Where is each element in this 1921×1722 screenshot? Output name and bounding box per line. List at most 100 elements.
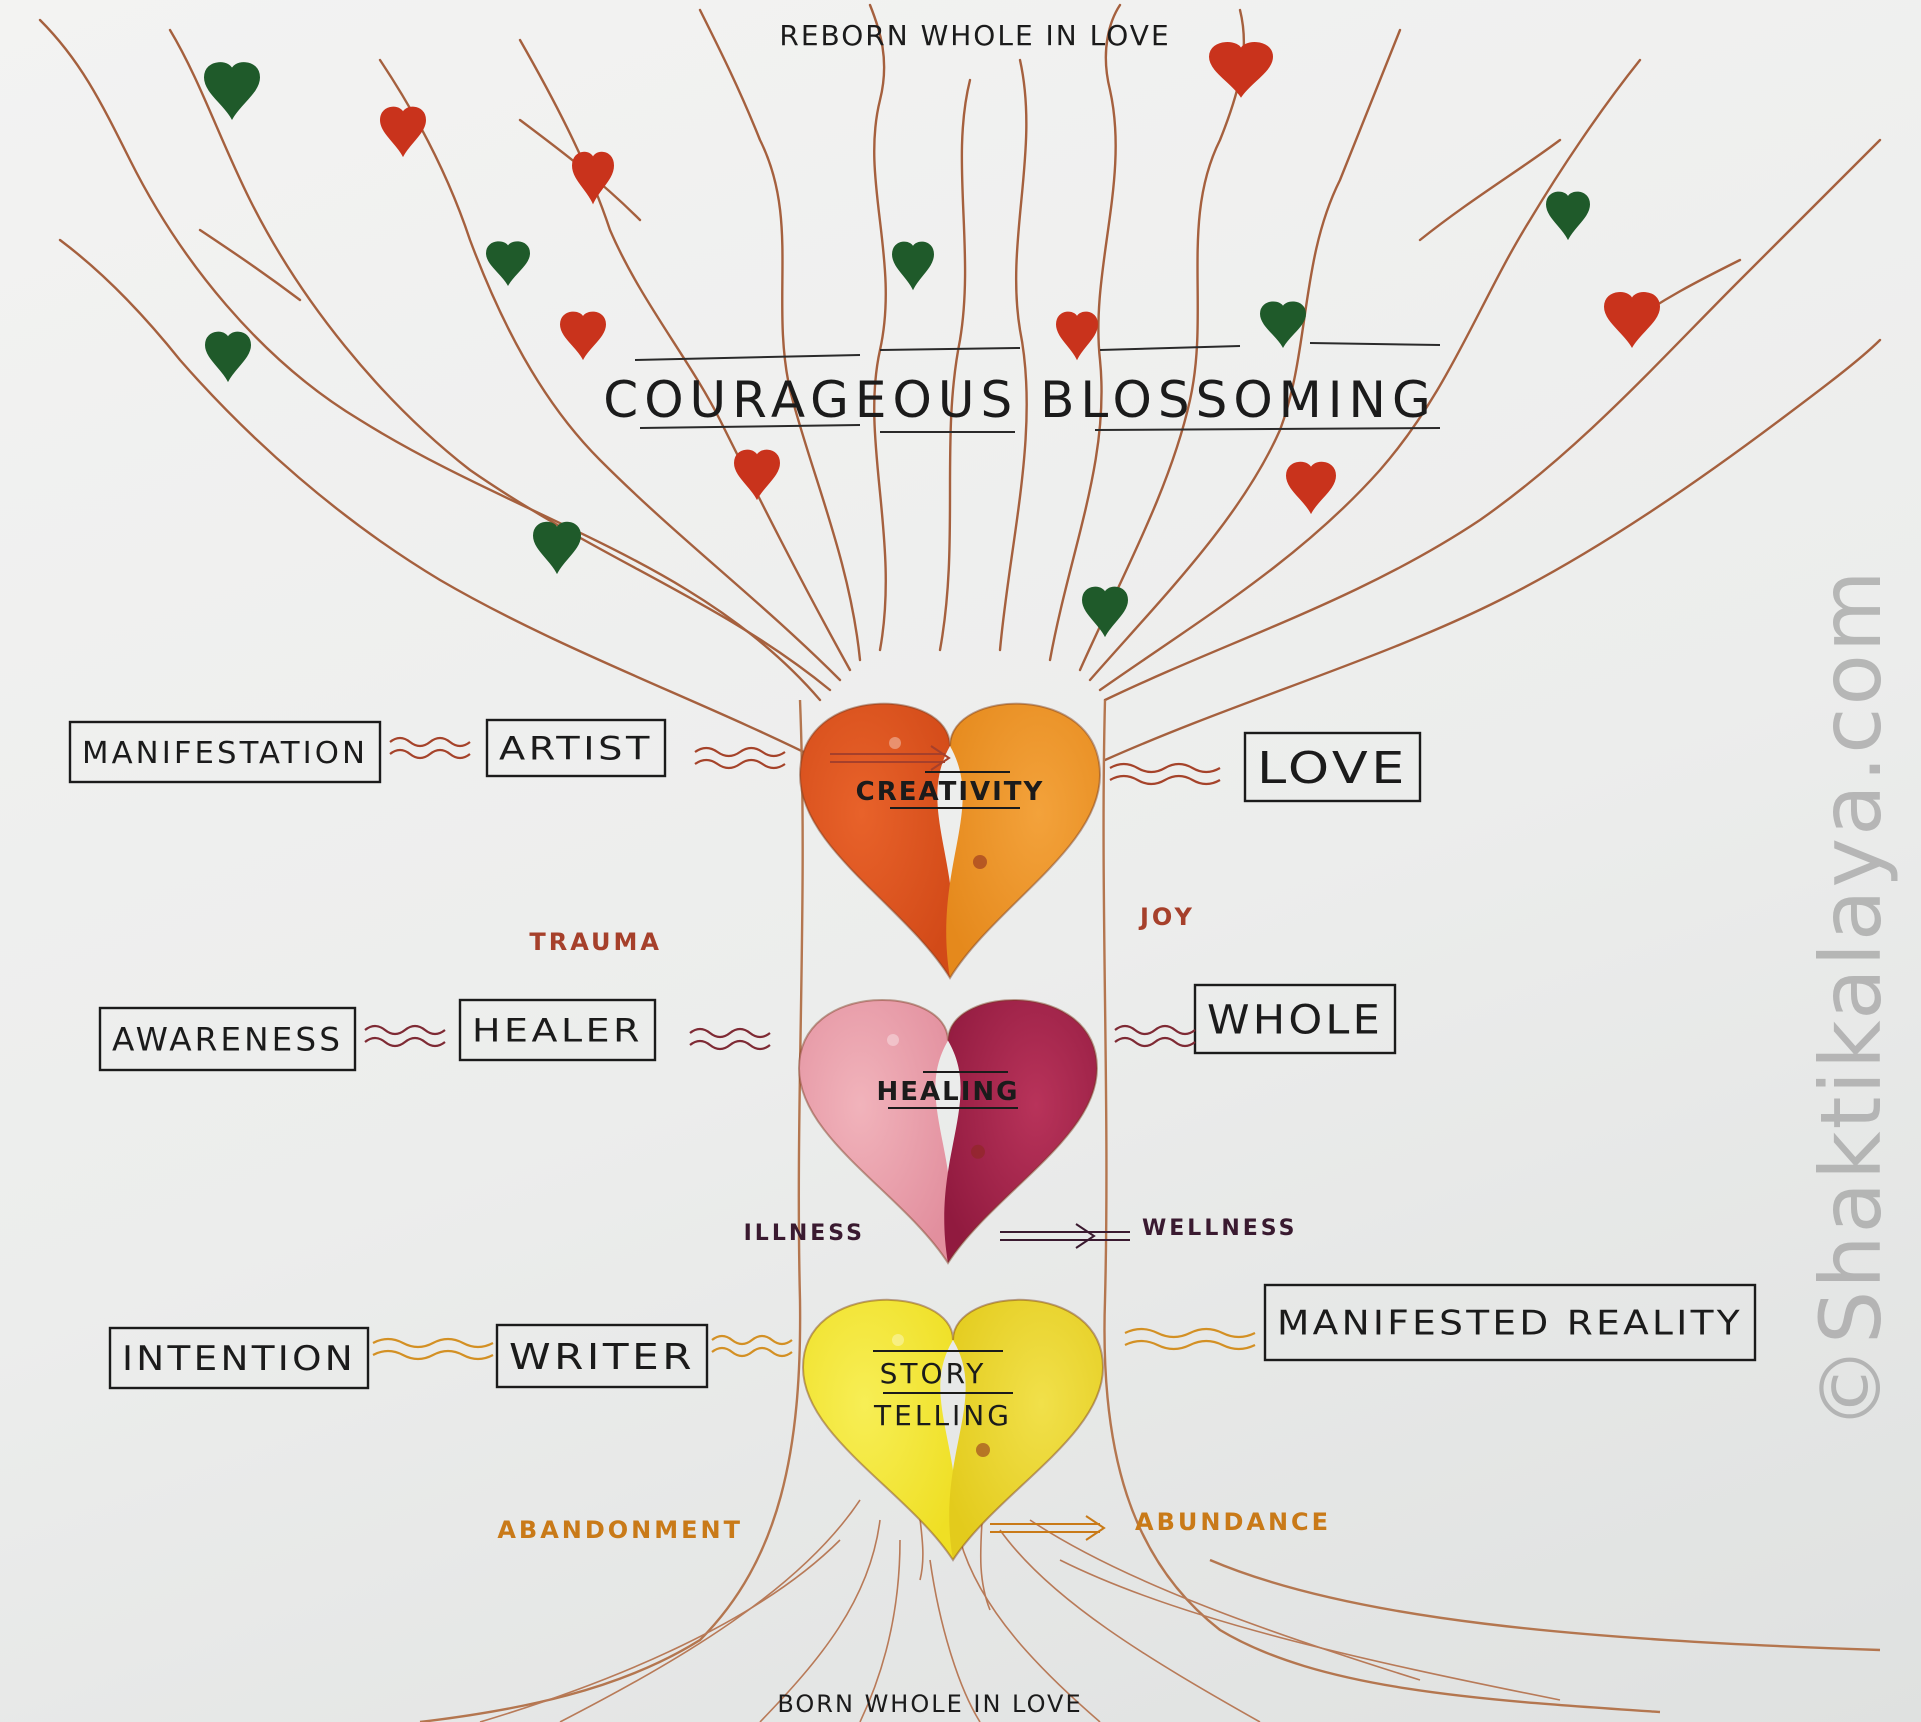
left-inner-label: HEALER: [472, 1012, 643, 1050]
bottom-caption: BORN WHOLE IN LOVE: [777, 1690, 1082, 1718]
branch: [38, 18, 822, 702]
transition-to: ABUNDANCE: [1135, 1508, 1331, 1536]
branch: [938, 78, 972, 652]
root: [1029, 1519, 1421, 1681]
connector-wave: [1109, 774, 1221, 786]
leaf-heart-green: [532, 521, 582, 575]
leaf-heart-red: [733, 449, 781, 501]
left-outer-label: AWARENESS: [112, 1021, 343, 1059]
branch: [1103, 138, 1882, 702]
canopy-title-group: [634, 342, 1441, 433]
root: [859, 1539, 901, 1722]
right-label: MANIFESTED REALITY: [1277, 1304, 1743, 1344]
right-label-box: [1263, 1283, 1757, 1362]
branch: [1098, 58, 1642, 692]
heart-outline: [801, 1298, 1105, 1562]
heart-dot: [892, 1334, 904, 1346]
connector-wave: [689, 1039, 771, 1051]
top-caption: REBORN WHOLE IN LOVE: [779, 19, 1170, 52]
leaf-heart-green: [1545, 191, 1591, 241]
heart-outline: [798, 702, 1102, 980]
connector-wave: [711, 1346, 793, 1358]
connector-wave: [694, 746, 786, 758]
branch: [1418, 138, 1562, 242]
tree-roots: [479, 1449, 1561, 1722]
connector-wave: [389, 736, 471, 748]
heart-outline: [797, 999, 1099, 1265]
branch: [518, 38, 852, 672]
leaf-heart-red: [559, 311, 607, 361]
leaf-heart-green: [204, 331, 252, 383]
heart-right-half: [946, 703, 1100, 978]
leaf-heart-red: [1055, 311, 1099, 361]
left-inner-label-box: [485, 718, 667, 778]
connector-wave: [711, 1334, 793, 1346]
transition-arrowhead: [1085, 1515, 1106, 1541]
left-inner-label: ARTIST: [499, 730, 653, 768]
root: [479, 1539, 841, 1722]
right-label-box: [1243, 731, 1422, 803]
left-inner-label: WRITER: [509, 1337, 695, 1378]
heart-dot: [973, 855, 987, 869]
canopy-title: COURAGEOUS BLOSSOMING: [603, 371, 1436, 429]
root: [929, 1559, 981, 1722]
left-outer-label-box: [68, 720, 382, 784]
root: [999, 1529, 1261, 1722]
heart-dot: [971, 1144, 985, 1159]
connector-wave: [364, 1036, 446, 1048]
leaf-heart-red: [379, 106, 427, 158]
left-inner-label-box: [495, 1323, 709, 1389]
leaf-heart-green: [891, 241, 935, 291]
tree-trunk: [419, 699, 1881, 1722]
connector-wave: [694, 758, 786, 770]
copyright-watermark: ©Shaktikalaya.com: [1802, 568, 1900, 1430]
leaf-heart-red: [1208, 42, 1274, 98]
heart-left-half: [803, 1299, 957, 1560]
transition-from: ABANDONMENT: [497, 1516, 743, 1544]
root: [959, 1539, 1101, 1722]
heart-dot: [889, 737, 901, 749]
branch: [168, 28, 832, 692]
branch: [1078, 8, 1246, 672]
root: [759, 1519, 881, 1722]
transition-to: JOY: [1138, 903, 1195, 931]
connector-wave: [372, 1337, 494, 1349]
left-outer-label-box: [108, 1326, 370, 1390]
branch: [198, 228, 302, 302]
branch: [58, 238, 822, 762]
heart-left-half: [800, 703, 954, 978]
connector-wave: [1124, 1339, 1256, 1351]
transition-arrowhead: [930, 745, 951, 771]
branch: [1103, 338, 1882, 762]
branch: [1048, 3, 1122, 662]
connector-wave: [372, 1349, 494, 1361]
leaf-heart-red: [1603, 292, 1661, 348]
heart-label-line: TELLING: [873, 1399, 1012, 1432]
branch: [1088, 28, 1402, 682]
heart-dot: [887, 1034, 899, 1046]
heart-label: HEALING: [877, 1077, 1020, 1107]
connector-wave: [1114, 1024, 1196, 1036]
canopy-leaf-hearts: [203, 42, 1661, 638]
heart-dot: [976, 1443, 990, 1457]
connector-wave: [1114, 1036, 1196, 1048]
branch: [998, 58, 1028, 652]
leaf-heart-green: [203, 62, 261, 121]
right-label: LOVE: [1257, 743, 1408, 794]
connector-wave: [689, 1027, 771, 1039]
left-outer-label: INTENTION: [122, 1339, 356, 1379]
right-label-box: [1193, 983, 1397, 1055]
leaf-heart-red: [571, 151, 615, 205]
branch: [698, 8, 862, 662]
heart-right-half: [949, 1299, 1103, 1560]
connector-wave: [1124, 1327, 1256, 1339]
left-inner-label-box: [458, 998, 657, 1062]
right-label: WHOLE: [1207, 997, 1383, 1043]
leaf-heart-green: [1081, 586, 1129, 638]
leaf-heart-green: [1259, 301, 1307, 349]
heart-right-half: [944, 999, 1097, 1263]
heart-left-half: [799, 999, 952, 1263]
